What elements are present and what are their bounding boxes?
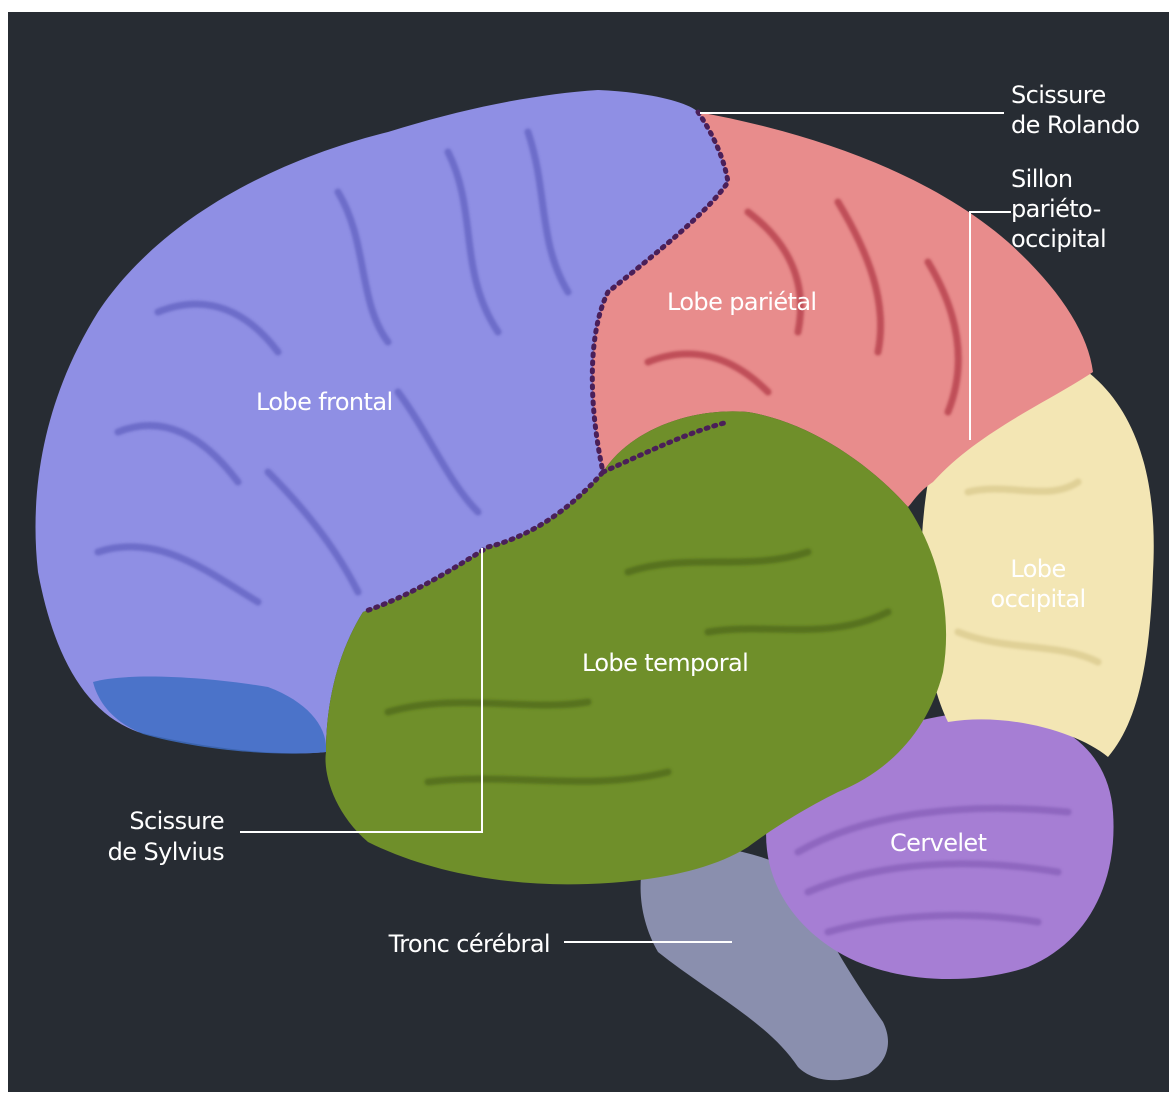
label-frontal-lobe: Lobe frontal — [256, 388, 393, 416]
label-parieto-occipital-line3: occipital — [1011, 225, 1106, 253]
label-parietal-lobe: Lobe pariétal — [667, 288, 817, 316]
label-occipital-lobe-line1: Lobe — [1010, 555, 1065, 583]
label-temporal-lobe: Lobe temporal — [582, 649, 748, 677]
brain-diagram: Lobe frontal Lobe pariétal Lobe temporal… — [8, 12, 1169, 1092]
label-sylvius-line2: de Sylvius — [108, 838, 224, 866]
label-brainstem: Tronc cérébral — [388, 930, 550, 958]
label-rolando-line1: Scissure — [1011, 81, 1106, 109]
brain-lobes-figure: Lobe frontal Lobe pariétal Lobe temporal… — [8, 12, 1169, 1092]
label-parieto-occipital-line1: Sillon — [1011, 165, 1073, 193]
label-cerebellum: Cervelet — [890, 829, 987, 857]
label-occipital-lobe-line2: occipital — [990, 585, 1085, 613]
label-sylvius-line1: Scissure — [129, 807, 224, 835]
label-parieto-occipital-line2: pariéto- — [1011, 195, 1101, 223]
label-rolando-line2: de Rolando — [1011, 111, 1139, 139]
